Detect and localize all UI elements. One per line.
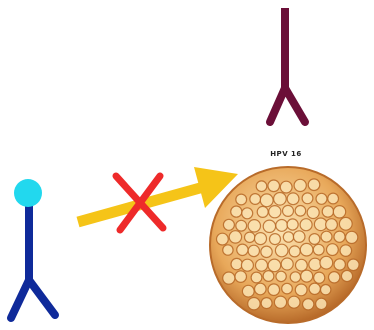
capsomere [327, 244, 339, 256]
capsomere [223, 245, 233, 255]
capsomere [268, 259, 281, 272]
capsomere [260, 194, 273, 207]
capsomere [346, 231, 358, 243]
capsomere [235, 271, 247, 283]
capsomere [294, 179, 306, 191]
capsomere [223, 272, 235, 284]
capsomere [255, 233, 267, 245]
capsomere [300, 243, 313, 256]
capsomere [287, 219, 298, 230]
virus-label: HPV 16 [256, 150, 316, 158]
capsomere [348, 259, 360, 271]
capsomere [316, 193, 327, 204]
capsomere [282, 283, 293, 294]
capsomere [290, 272, 300, 282]
capsomere [223, 219, 234, 230]
capsomere [256, 181, 267, 192]
capsomere [250, 194, 261, 205]
capsomere [334, 259, 345, 270]
capsomere [329, 272, 340, 283]
capsomere [320, 256, 333, 269]
capsomere [328, 193, 339, 204]
capsomere [301, 270, 313, 282]
capsomere [288, 296, 300, 308]
capsomere [217, 233, 229, 245]
capsomere [340, 245, 352, 257]
capsomere [295, 284, 307, 296]
capsomere [231, 206, 242, 217]
capsomere [309, 258, 321, 270]
capsomere [281, 258, 293, 270]
capsomere [309, 234, 320, 245]
capsomere [280, 181, 292, 193]
capsomere [256, 259, 268, 271]
capsomere [268, 284, 280, 296]
capsomere [248, 220, 260, 232]
capsomere [236, 194, 247, 205]
capsomere [307, 207, 319, 219]
capsomere [339, 217, 352, 230]
capsomere [229, 231, 241, 243]
capsomere [300, 219, 312, 231]
capsomere [283, 205, 294, 216]
capsomere [274, 296, 286, 308]
top-antibody-icon [270, 8, 305, 122]
capsomere [289, 246, 300, 257]
capsomere [322, 206, 333, 217]
capsomere [251, 272, 262, 283]
capsomere [254, 283, 266, 295]
hpv-virus-particle [210, 167, 366, 323]
capsomere [334, 231, 345, 242]
capsomere [248, 298, 260, 310]
capsomere [326, 219, 338, 231]
capsomere [270, 234, 281, 245]
capsomere [231, 258, 242, 269]
capsomere [287, 193, 299, 205]
capsomere [274, 193, 287, 206]
capsomere [263, 271, 274, 282]
capsomere [295, 206, 306, 217]
capsomere [275, 244, 288, 257]
capsomere [296, 259, 308, 271]
capsomere [321, 231, 332, 242]
left-antibody-icon [11, 179, 55, 318]
capsomere [276, 271, 286, 281]
capsomere [269, 206, 281, 218]
capsomere [293, 231, 305, 243]
capsomere [316, 298, 327, 309]
capsomere [268, 180, 280, 192]
capsomere [257, 206, 268, 217]
antibody-tip [14, 179, 42, 207]
capsomere [242, 285, 254, 297]
capsomere [283, 232, 293, 242]
capsomere [302, 193, 313, 204]
capsomere [341, 270, 352, 281]
capsomere [321, 285, 331, 295]
capsomere [276, 220, 288, 232]
capsomere [236, 220, 247, 231]
capsomere [309, 283, 320, 294]
capsomere [303, 299, 314, 310]
capsomere [333, 206, 345, 218]
capsomere [241, 259, 253, 271]
capsomere [314, 272, 325, 283]
capsomere [313, 244, 324, 255]
capsomere [242, 208, 253, 219]
capsomere [237, 244, 248, 255]
capsomere [263, 220, 275, 232]
capsomere [261, 298, 272, 309]
capsomere [245, 232, 255, 242]
capsomere [261, 246, 272, 257]
capsomere [308, 179, 320, 191]
capsomere [248, 245, 259, 256]
